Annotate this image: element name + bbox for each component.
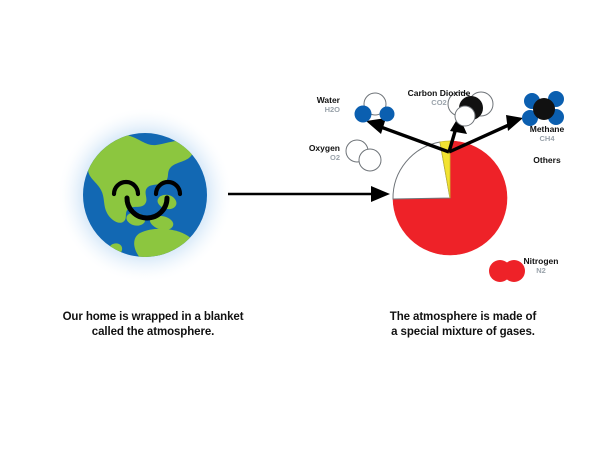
caption-atmosphere-line2: a special mixture of gases.	[391, 326, 535, 338]
earth-to-chart-arrow	[228, 186, 390, 202]
caption-atmosphere: The atmosphere is made of a special mixt…	[338, 310, 588, 340]
pie-slice-oxygen	[392, 141, 451, 200]
atmosphere-pie-chart	[392, 140, 508, 256]
arrow-up-left-icon	[366, 118, 386, 134]
callout-arrow-methane	[448, 115, 523, 154]
carbon-dioxide-molecule-icon	[447, 91, 494, 127]
legend-label-methane-formula: CH4	[539, 134, 555, 143]
caption-atmosphere-line1: The atmosphere is made of	[389, 311, 537, 323]
legend-label-water-name: Water	[316, 95, 340, 105]
legend-label-carbon-dioxide: Carbon Dioxide CO2	[397, 88, 481, 108]
arrow-up-right-icon	[506, 115, 523, 131]
water-molecule-icon	[354, 92, 395, 123]
nitrogen-molecule-icon	[489, 260, 525, 282]
right-arrow-icon	[371, 186, 390, 202]
arrow-up-icon	[450, 116, 467, 134]
earth-right-eye	[153, 179, 183, 197]
caption-earth-line1: Our home is wrapped in a blanket	[62, 311, 244, 323]
oxygen-molecule-icon	[345, 139, 382, 172]
legend-label-carbon-dioxide-formula: CO2	[431, 98, 447, 107]
earth-smile	[124, 195, 170, 221]
earth-left-eye	[111, 179, 141, 197]
legend-label-methane-name: Methane	[529, 124, 565, 134]
legend-label-others: Others	[533, 155, 561, 165]
legend-label-oxygen-formula: O2	[329, 153, 340, 162]
earth-face	[111, 179, 183, 221]
legend-label-nitrogen-name: Nitrogen	[523, 256, 559, 266]
pie-slice-nitrogen	[392, 140, 508, 256]
legend-label-oxygen: Oxygen O2	[296, 143, 340, 163]
pie-slice-carbon-dioxide	[439, 140, 451, 199]
legend-label-oxygen-name: Oxygen	[308, 143, 340, 153]
smiling-earth-icon	[57, 107, 233, 283]
legend-label-water-formula: H2O	[324, 105, 340, 114]
legend-label-nitrogen: Nitrogen N2	[513, 256, 569, 276]
callout-arrow-carbon-dioxide	[447, 116, 467, 153]
legend-label-nitrogen-formula: N2	[536, 266, 546, 275]
legend-label-water: Water H2O	[296, 95, 340, 115]
caption-earth-line2: called the atmosphere.	[91, 326, 215, 338]
legend-label-methane: Methane CH4	[516, 124, 578, 144]
callout-arrow-water	[366, 118, 450, 154]
legend-label-carbon-dioxide-name: Carbon Dioxide	[407, 88, 471, 98]
caption-earth: Our home is wrapped in a blanket called …	[28, 310, 278, 340]
methane-molecule-icon	[522, 91, 564, 126]
